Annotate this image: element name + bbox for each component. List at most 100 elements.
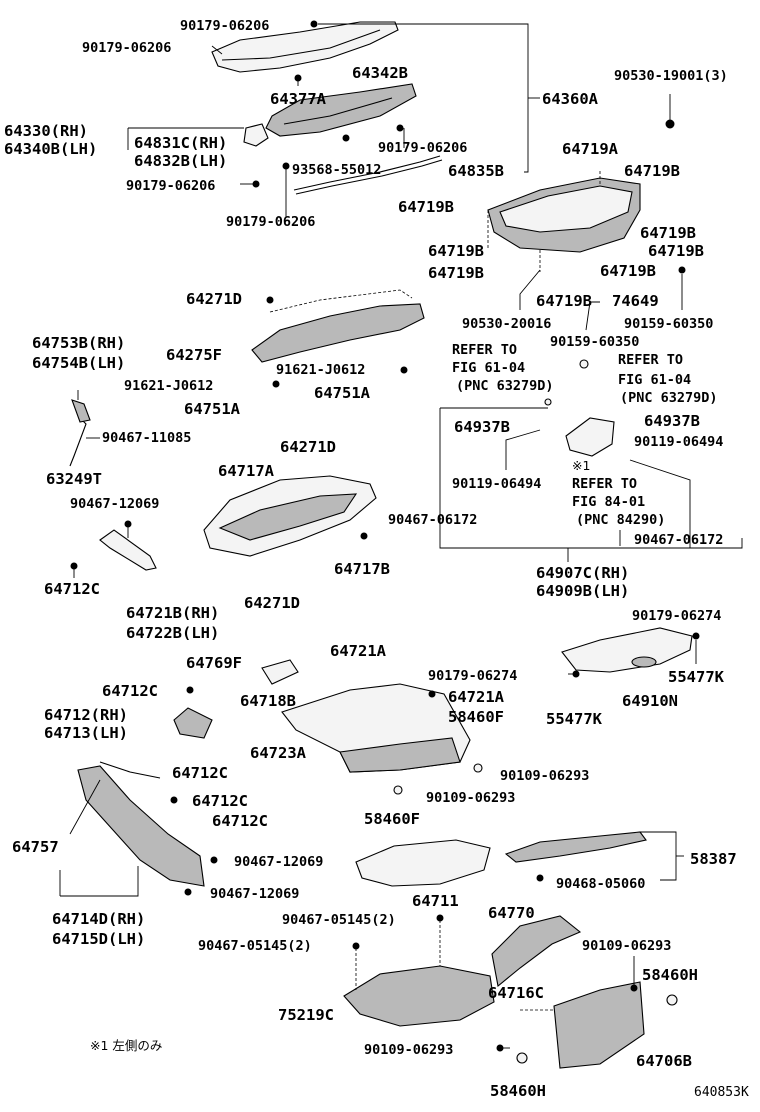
shelf-top-shape xyxy=(269,289,413,313)
refer-label: FIG 84-01 xyxy=(572,494,645,510)
part-label: 64721A xyxy=(448,688,505,706)
lid-trim-face-shape xyxy=(499,185,633,233)
part-label: 64719B xyxy=(624,162,680,180)
clip-block-shape xyxy=(173,707,213,739)
plate-shape xyxy=(261,659,299,685)
part-label: 64719B xyxy=(648,242,704,260)
part-label: 64719B xyxy=(428,242,484,260)
latch-box-shape xyxy=(565,417,615,457)
bolt-dot xyxy=(272,380,280,388)
part-label: 64721B(RH) xyxy=(126,604,219,622)
side-panel-inner-shape xyxy=(218,493,358,541)
part-label: 90109-06293 xyxy=(426,790,515,806)
part-label: 64360A xyxy=(542,90,599,108)
part-label: 90467-12069 xyxy=(210,886,299,902)
part-label: 64754B(LH) xyxy=(32,354,125,372)
part-label: 64377A xyxy=(270,90,327,108)
leader-line xyxy=(69,779,101,835)
leader-line xyxy=(60,866,139,897)
part-label: 74649 xyxy=(612,292,659,310)
part-label: 64712C xyxy=(212,812,268,830)
bolt-dot xyxy=(544,398,552,406)
bolt-dot xyxy=(342,134,350,142)
refer-label: REFER TO xyxy=(452,342,517,358)
part-label: 58460F xyxy=(364,810,420,828)
part-label: 64342B xyxy=(352,64,408,82)
part-label: 91621-J0612 xyxy=(276,362,365,378)
part-label: 90468-05060 xyxy=(556,876,645,892)
spoiler-edge-shape xyxy=(221,29,381,61)
note-label: ※1 xyxy=(572,458,590,473)
part-label: 64712(RH) xyxy=(44,706,128,724)
bolt-dot xyxy=(400,366,408,374)
part-label: 90179-06206 xyxy=(126,178,215,194)
part-label: 64271D xyxy=(186,290,242,308)
bolt-dot xyxy=(184,888,192,896)
harness-clip-shape xyxy=(71,399,91,423)
bolt-dot xyxy=(516,1052,528,1064)
part-label: 90179-06206 xyxy=(226,214,315,230)
part-label: 90109-06293 xyxy=(364,1042,453,1058)
part-label: 64909B(LH) xyxy=(536,582,629,600)
part-label: 64706B xyxy=(636,1052,692,1070)
part-label: 64723A xyxy=(250,744,307,762)
leader-line xyxy=(585,301,600,331)
refer-label: (PNC 84290) xyxy=(576,512,665,528)
part-label: 64712C xyxy=(102,682,158,700)
part-label: 64712C xyxy=(44,580,100,598)
bolt-dot xyxy=(393,785,403,795)
arch-shape xyxy=(491,915,582,988)
part-label: 64910N xyxy=(622,692,678,710)
part-label: 64719B xyxy=(428,264,484,282)
part-label: 64753B(RH) xyxy=(32,334,125,352)
part-label: 90467-12069 xyxy=(70,496,159,512)
footnote: ※1 左側のみ xyxy=(90,1038,162,1053)
bolt-dot xyxy=(678,266,686,274)
garnish-shape xyxy=(265,83,417,137)
part-label: 64721A xyxy=(330,642,387,660)
part-label: 64937B xyxy=(644,412,700,430)
part-label: 90467-06172 xyxy=(388,512,477,528)
leader-line xyxy=(439,408,743,549)
part-label: 90179-06206 xyxy=(180,18,269,34)
part-label: 90467-05145(2) xyxy=(198,938,312,954)
part-label: 75219C xyxy=(278,1006,334,1024)
part-label: 64751A xyxy=(314,384,371,402)
part-label: 64722B(LH) xyxy=(126,624,219,642)
mat-shape xyxy=(355,839,491,887)
bracket-shape xyxy=(99,529,157,571)
part-label: 64717A xyxy=(218,462,275,480)
part-label: 64907C(RH) xyxy=(536,564,629,582)
part-label: 64769F xyxy=(186,654,242,672)
part-label: 64831C(RH) xyxy=(134,134,227,152)
part-label: 90119-06494 xyxy=(452,476,541,492)
molding-shape-2 xyxy=(295,159,443,195)
bolt-dot xyxy=(266,296,274,304)
part-label: 64937B xyxy=(454,418,510,436)
part-label: 90530-19001(3) xyxy=(614,68,728,84)
leader-line xyxy=(211,45,223,55)
part-label: 90179-06274 xyxy=(428,668,517,684)
side-cover-shape xyxy=(243,123,269,147)
tray-shape xyxy=(343,965,495,1027)
part-label: 64719A xyxy=(562,140,619,158)
part-label: 90119-06494 xyxy=(634,434,723,450)
part-label: 91621-J0612 xyxy=(124,378,213,394)
part-label: 64713(LH) xyxy=(44,724,128,742)
part-label: 58460F xyxy=(448,708,504,726)
part-label: 64719B xyxy=(640,224,696,242)
shelf-shape xyxy=(251,303,425,363)
part-label: 55477K xyxy=(668,668,725,686)
part-label: 64712C xyxy=(192,792,248,810)
part-label: 90179-06206 xyxy=(378,140,467,156)
bolt-dot xyxy=(170,796,178,804)
part-label: 90467-05145(2) xyxy=(282,912,396,928)
refer-label: REFER TO xyxy=(572,476,637,492)
figure-id: 640853K xyxy=(694,1085,749,1100)
part-label: 64271D xyxy=(280,438,336,456)
part-label: 90467-12069 xyxy=(234,854,323,870)
part-label: 64714D(RH) xyxy=(52,910,145,928)
leader-line xyxy=(505,429,541,470)
part-label: 90159-60350 xyxy=(550,334,639,350)
